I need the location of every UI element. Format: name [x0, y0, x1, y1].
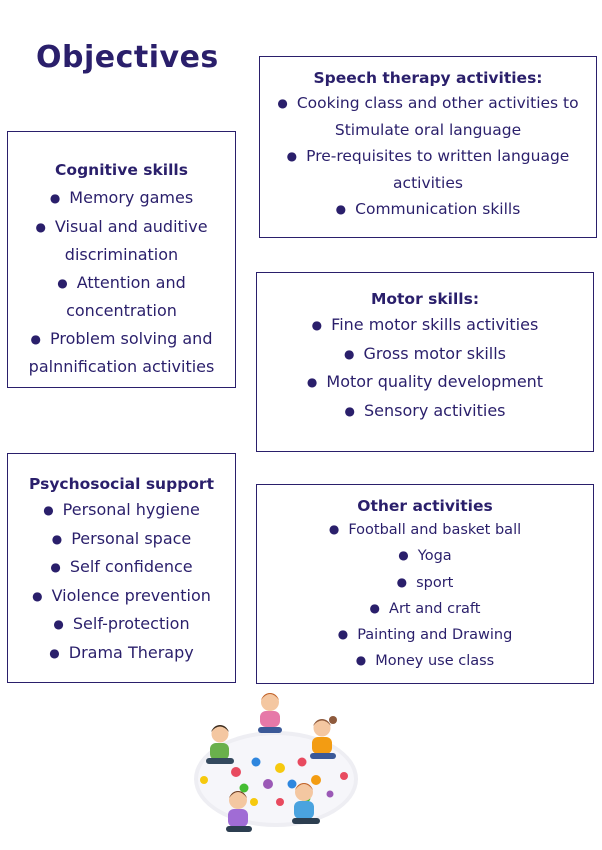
list-item: ●Fine motor skills activities	[311, 315, 539, 334]
list-item: ●Gross motor skills	[343, 343, 507, 363]
list-item: ●Painting and Drawing	[337, 627, 513, 644]
list-item: ●sport	[396, 574, 454, 591]
list-item: ●Yoga	[398, 548, 452, 565]
list-item: ●Drama Therapy	[49, 642, 194, 662]
list-item: ●Communication skills	[335, 200, 521, 218]
list-item: ●Self-protection	[53, 614, 190, 633]
cognitive-skills-heading: Cognitive skills	[55, 161, 188, 179]
list-item: ●Sensory activities	[344, 400, 506, 420]
list-item: ●Memory games	[49, 188, 194, 207]
other-activities-box: Other activities ●Football and basket ba…	[256, 484, 594, 684]
other-activities-heading: Other activities	[357, 497, 493, 515]
motor-skills-heading: Motor skills:	[370, 290, 480, 308]
list-item: ●Money use class	[355, 653, 495, 670]
page-title: Objectives	[36, 40, 219, 75]
children-playing-illustration	[194, 693, 358, 832]
list-item: ●Football and basket ball	[328, 522, 522, 538]
list-item: ●Personal space	[51, 528, 192, 548]
speech-therapy-box: Speech therapy activities: ●Cooking clas…	[259, 56, 597, 238]
psychosocial-support-box: Psychosocial support ●Personal hygiene ●…	[7, 453, 236, 683]
list-item: ●Violence prevention	[32, 585, 211, 605]
list-item: ●Art and craft	[369, 600, 481, 617]
list-item: ●Self confidence	[50, 557, 193, 576]
list-item: ●Personal hygiene	[43, 500, 200, 519]
speech-therapy-heading: Speech therapy activities:	[313, 69, 543, 87]
psychosocial-support-heading: Psychosocial support	[29, 475, 214, 493]
list-item: ●Motor quality development	[306, 372, 544, 391]
motor-skills-box: Motor skills: ●Fine motor skills activit…	[256, 272, 594, 452]
cognitive-skills-box: Cognitive skills ●Memory games ●Visual a…	[7, 131, 236, 388]
